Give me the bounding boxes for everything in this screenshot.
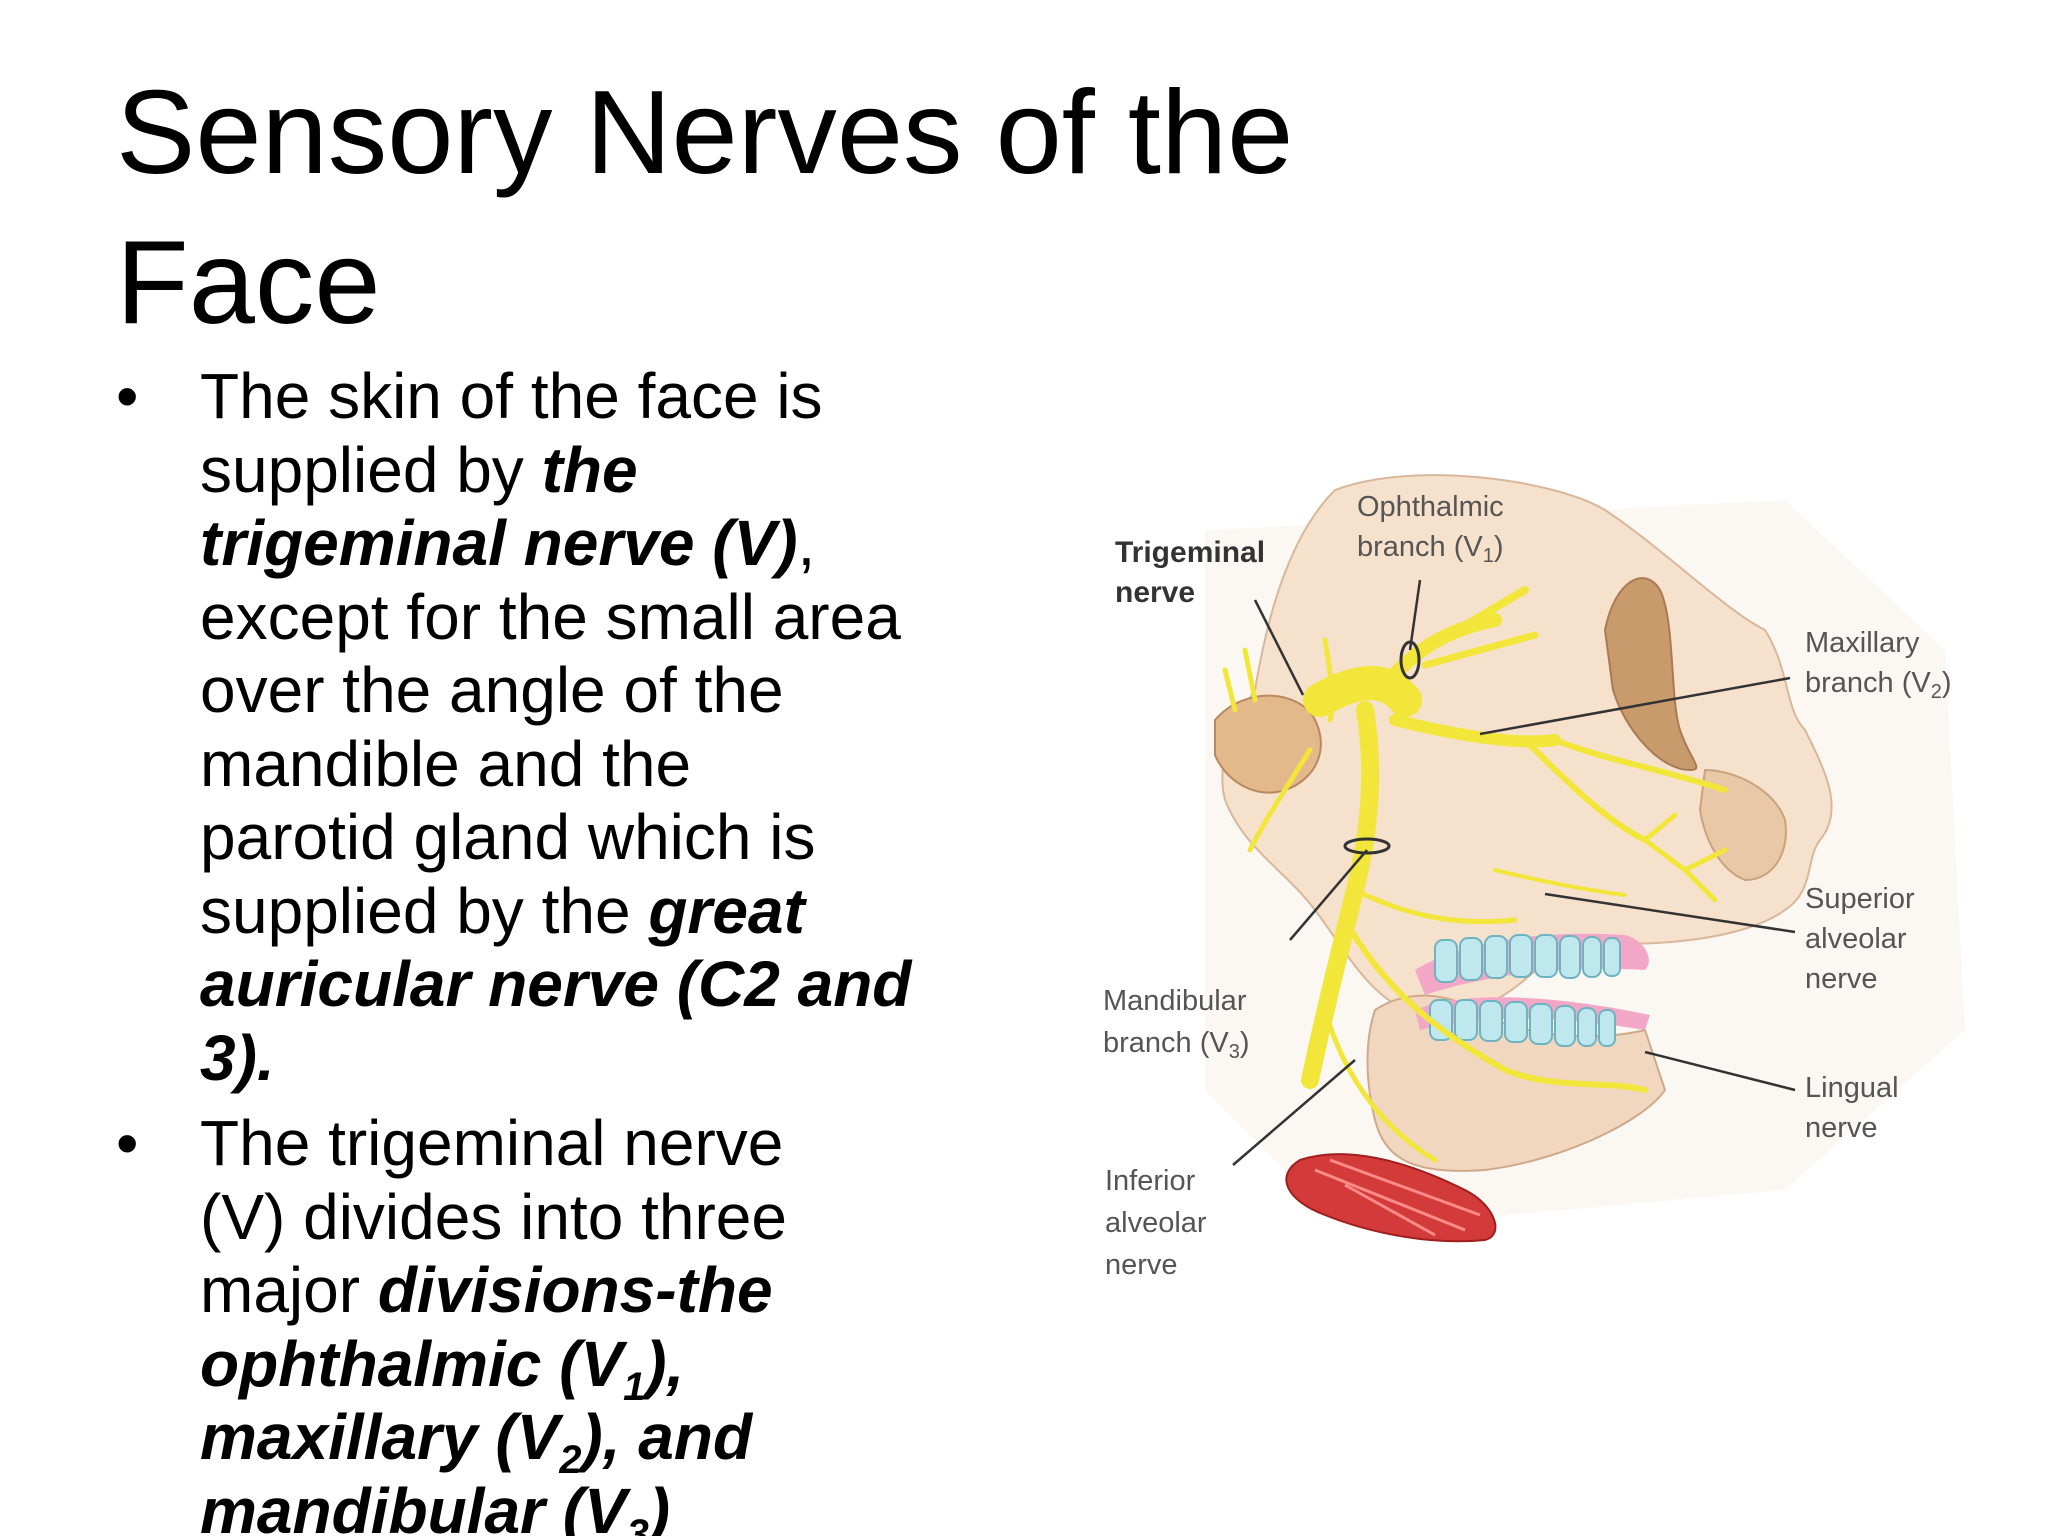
bullet-dot: • [116,360,139,432]
text-line: major divisions-the [200,1254,976,1328]
text-line: The trigeminal nerve [200,1107,784,1179]
slide-title: Sensory Nerves of the Face [116,58,1416,358]
subscript: 2 [559,1437,582,1482]
text-line: parotid gland which is [200,801,816,873]
bullet-list: • The skin of the face is supplied by th… [116,360,976,1536]
text-run: supplied by the [200,874,649,947]
nerve-branches [1222,586,1728,1163]
emphasis-text: trigeminal nerve (V) [200,507,798,579]
emphasis-text: divisions-the [377,1254,773,1326]
text-run: , [797,507,816,579]
text-run: major [200,1254,378,1326]
text-line: mandible and the [200,727,692,800]
emphasis-text: ophthalmic (V1), [200,1327,976,1407]
text-line: supplied by the [200,434,976,508]
emphasis-text: auricular nerve (C2 and [200,948,912,1020]
upper-teeth [1434,934,1621,983]
label-pointers [1232,579,1796,1166]
text-run: ophthalmic (V [200,1327,624,1400]
emphasis-text: mandibular (V3) [200,1475,976,1536]
title-line-2: Face [116,216,381,349]
muscle-striation [1314,1158,1481,1237]
text-line: The skin of the face is [200,360,823,432]
text-line: (V) divides into three [200,1180,787,1253]
text-run: mandibular (V [200,1474,627,1536]
text-line: except for the small area [200,580,901,653]
emphasis-text: the [541,433,638,506]
bullet-item-trigeminal-divisions: • The trigeminal nerve (V) divides into … [116,1107,976,1536]
orbit-cavity [1603,577,1698,772]
zygomatic-bone [1214,694,1322,794]
emphasis-text: 3). [200,1021,275,1094]
text-run: ), [645,1327,685,1400]
subscript: 3 [626,1511,649,1536]
text-run: maxillary (V [200,1401,560,1473]
title-line-1: Sensory Nerves of the [116,66,1294,199]
mandibular-ring [1343,837,1391,855]
bullet-dot: • [116,1107,139,1179]
subscript: 1 [623,1364,646,1409]
text-run: ), and [581,1401,753,1473]
text-line: supplied by the great [200,875,976,949]
text-line: over the angle of the [200,654,784,726]
emphasis-text: maxillary (V2), and [200,1401,976,1480]
text-line: trigeminal nerve (V), [200,507,976,581]
bullet-item-skin-supply: • The skin of the face is supplied by th… [116,360,976,1095]
text-run: ) [648,1474,671,1536]
emphasis-text: great [648,874,805,947]
text-run: supplied by [200,433,542,506]
muscle-tissue [1285,1153,1497,1243]
